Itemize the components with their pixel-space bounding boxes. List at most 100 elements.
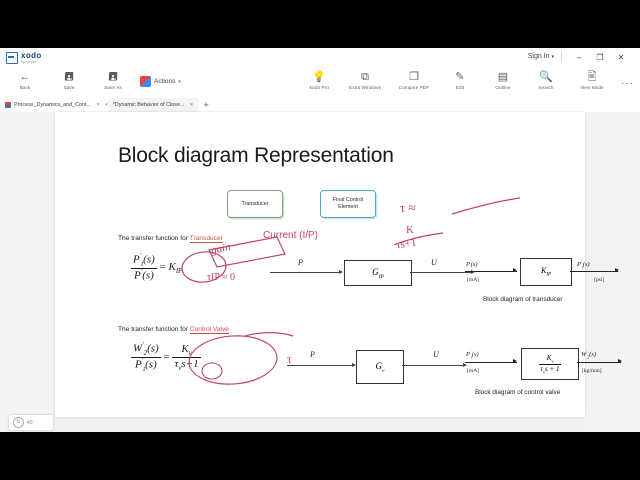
app-tagline: by apryse: [21, 60, 37, 64]
maximize-button[interactable]: ❐: [596, 53, 604, 62]
gip-block: GIP: [344, 260, 412, 286]
ink-tau-approx: τ ≈: [400, 200, 416, 215]
minimize-button[interactable]: –: [576, 53, 582, 62]
letterbox-top: [0, 0, 640, 48]
search-icon: 🔍: [539, 71, 553, 83]
save-label: Save: [63, 85, 75, 90]
gv-output-label: U: [433, 350, 439, 359]
overflow-menu-button[interactable]: ···: [621, 78, 634, 89]
search-label: Search: [538, 85, 554, 90]
rd2-input-arrow: [513, 359, 517, 363]
outline-label: Outline: [495, 85, 511, 90]
rd2-input-line: [465, 362, 517, 364]
rd2-block: Kv τvs + 1: [521, 348, 579, 380]
sign-in-button[interactable]: Sign In ▾: [527, 53, 554, 60]
cv-equals-sign: =: [163, 350, 170, 363]
ink-ellipse-kip: [181, 251, 227, 283]
save-as-button[interactable]: 🖪 Save As: [96, 71, 130, 90]
lightbulb-icon: 💡: [312, 71, 326, 83]
gip-output-line: [410, 272, 472, 273]
gv-block-label: Gv: [375, 360, 385, 374]
tab-close-icon[interactable]: ✕: [96, 102, 101, 108]
cv-lhs-denominator: P′t(s): [134, 357, 157, 373]
pdf-page[interactable]: Block diagram Representation Transducer …: [55, 112, 622, 417]
transducer-equals-sign: =: [159, 260, 166, 273]
gv-output-line: [402, 365, 464, 366]
rd1-input-signal: P′(s): [466, 259, 478, 269]
new-tab-button[interactable]: +: [203, 100, 209, 110]
window-title-bar: xodo by apryse Sign In ▾ – ❐ ✕: [0, 48, 640, 70]
rd2-output-signal: W′2(s): [581, 349, 596, 360]
tab-title: Process_Dynamics_and_Cont...: [14, 102, 92, 108]
actions-label: Actions: [154, 78, 176, 85]
pdf-file-icon: [5, 102, 11, 108]
actions-icon: [140, 76, 151, 87]
back-arrow-icon: ←: [19, 71, 31, 83]
ink-ellipse-kv: [188, 332, 294, 385]
transducer-highlight: Transducer: [189, 235, 223, 243]
rd1-output-unit: [psi]: [594, 277, 605, 283]
page-title: Block diagram Representation: [118, 144, 394, 167]
rd2-output-line: [577, 362, 621, 364]
extra-windows-icon: ⧉: [361, 71, 369, 83]
tab-close-icon[interactable]: ✕: [189, 102, 194, 108]
cv-rhs-numerator: Kv: [172, 343, 201, 358]
page-navigation-widget[interactable]: ↻ 40: [8, 414, 54, 431]
transducer-lhs-denominator: P′(s): [133, 268, 154, 282]
ink-gain-box: [208, 236, 286, 268]
view-mode-icon: 🖹: [587, 71, 597, 83]
outline-button[interactable]: ▤ Outline: [486, 71, 520, 90]
gip-input-arrow: [339, 269, 343, 274]
back-button[interactable]: ← Back: [8, 71, 42, 90]
toolbar-left-group: ← Back 🖪 Save 🖪 Save As Actions ▾: [8, 71, 181, 90]
rd1-output-arrow: [615, 268, 619, 272]
app-name: xodo: [21, 51, 42, 60]
transducer-lhs-fraction: P′t(s) P′(s): [131, 253, 157, 282]
tab-strip: Process_Dynamics_and_Cont... ✕ ▾ *Dynami…: [0, 98, 640, 113]
close-button[interactable]: ✕: [617, 53, 625, 62]
left-rail: [0, 112, 55, 432]
gip-output-label: U: [431, 258, 437, 267]
search-button[interactable]: 🔍 Search: [529, 71, 563, 90]
rd2-block-denominator: τvs + 1: [540, 364, 560, 374]
tab-process-dynamics[interactable]: Process_Dynamics_and_Cont... ✕: [0, 98, 105, 112]
actions-menu-button[interactable]: Actions ▾: [140, 76, 181, 87]
fce-box-line2: Element: [338, 204, 358, 210]
xodo-pro-button[interactable]: 💡 Xodo Pro: [302, 71, 336, 90]
transducer-section-label: The transfer function for Transducer: [118, 235, 223, 243]
screen-capture: xodo by apryse Sign In ▾ – ❐ ✕ ← Back 🖪 …: [0, 48, 640, 432]
rd1-input-arrow: [513, 268, 517, 272]
cv-lhs-fraction: W′2(s) P′t(s): [131, 342, 161, 373]
back-label: Back: [19, 85, 31, 90]
control-valve-equation: W′2(s) P′t(s) = Kv τvs+1: [131, 342, 201, 373]
view-mode-button[interactable]: 🖹 View Mode: [572, 71, 612, 90]
gip-input-line: [270, 272, 340, 273]
letterbox-bottom: [0, 432, 640, 480]
outline-icon: ▤: [497, 71, 509, 83]
gip-block-label: GIP: [372, 266, 384, 280]
rd1-input-unit: [mA]: [467, 277, 480, 283]
edit-button[interactable]: ✎ Edit: [443, 71, 477, 90]
tab-dynamic-behavior[interactable]: *Dynamic Behavior of Close... ✕: [107, 98, 199, 112]
rd1-block-label: KIP: [540, 266, 552, 278]
rd2-block-fraction: Kv τvs + 1: [538, 354, 562, 374]
transducer-rhs: KIP: [168, 260, 183, 275]
xodo-logo-icon: [6, 52, 18, 64]
save-icon: 🖪: [64, 71, 74, 83]
extra-windows-button[interactable]: ⧉ Extra Windows: [345, 71, 385, 90]
page-refresh-icon[interactable]: ↻: [13, 417, 24, 428]
app-logo: xodo by apryse: [6, 52, 42, 64]
save-as-icon: 🖪: [108, 71, 118, 83]
rd2-block-numerator: Kv: [538, 354, 562, 365]
titlebar-divider: [561, 52, 562, 63]
rd2-output-arrow: [618, 359, 622, 363]
save-button[interactable]: 🖪 Save: [52, 71, 86, 90]
control-valve-section-label: The transfer function for Control Valve: [118, 326, 229, 334]
save-as-label: Save As: [104, 85, 122, 90]
transducer-lhs-numerator: P′t(s): [131, 253, 157, 269]
rd1-output-signal: P′t(s): [577, 259, 590, 270]
transducer-lead-text: The transfer function for: [118, 235, 190, 242]
compare-pdf-button[interactable]: ❐ Compare PDF: [394, 71, 434, 90]
rd2-input-signal: P′t(s): [466, 349, 479, 360]
